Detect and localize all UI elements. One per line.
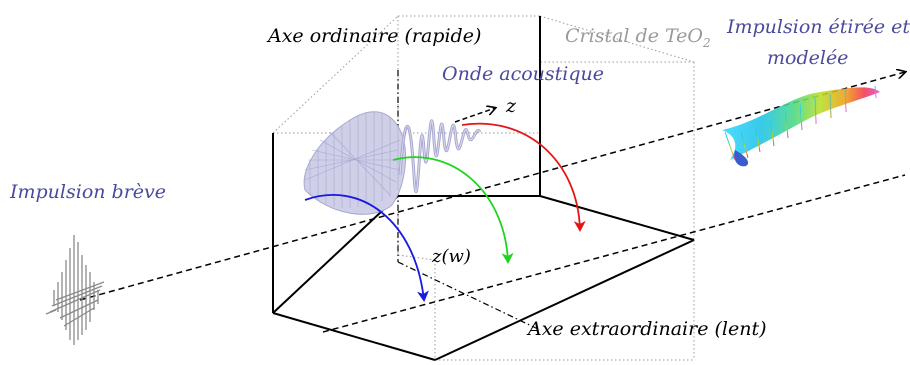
label-short-pulse: Impulsion brève <box>9 181 166 203</box>
blue-arrow <box>304 194 429 302</box>
optical-axis <box>79 72 905 301</box>
acoustic-wave <box>303 111 482 215</box>
label-z-omega: z(w) <box>431 246 471 267</box>
z-axis-arrow <box>454 108 495 123</box>
label-shaped-pulse-1: Impulsion étirée et <box>726 16 910 38</box>
label-acoustic-wave: Onde acoustique <box>442 63 604 85</box>
label-crystal: Cristal de TeO2 <box>565 25 711 50</box>
shaped-pulse-shape <box>722 85 880 167</box>
extraordinary-ray <box>322 174 906 333</box>
label-z: z <box>505 95 517 117</box>
label-crystal-subscript: 2 <box>702 36 711 50</box>
short-pulse-shape <box>45 235 105 345</box>
dash-dot-guides <box>397 70 541 331</box>
label-shaped-pulse-2: modelée <box>767 47 848 69</box>
green-arrow <box>392 156 514 264</box>
label-extraordinary-axis: Axe extraordinaire (lent) <box>526 318 767 340</box>
label-ordinary-axis: Axe ordinaire (rapide) <box>266 25 481 47</box>
label-crystal-main: Cristal de TeO <box>565 25 703 47</box>
red-arrow <box>461 122 586 232</box>
crystal-box-solid <box>272 16 695 361</box>
